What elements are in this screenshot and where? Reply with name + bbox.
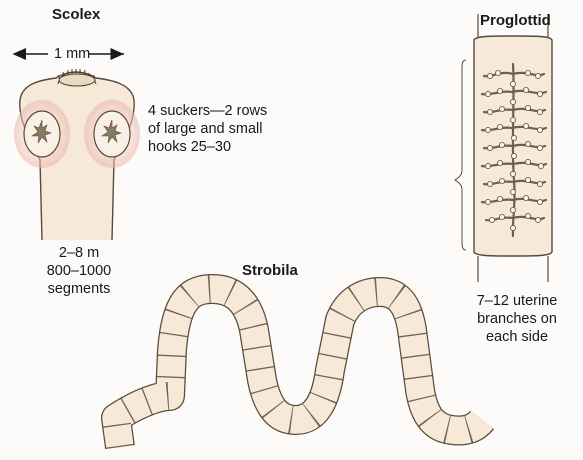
branches-line-1: 7–12 uterine (458, 292, 576, 310)
scolex-illustration (14, 69, 140, 240)
suckers-line-2: of large and small (148, 120, 267, 138)
suckers-annotation: 4 suckers—2 rows of large and small hook… (148, 102, 267, 156)
proglottid-illustration (455, 14, 552, 282)
strobila-illustration (116, 289, 482, 447)
strobila-title: Strobila (242, 262, 298, 280)
branches-line-2: branches on (458, 310, 576, 328)
sucker-left (14, 100, 70, 168)
suckers-line-3: hooks 25–30 (148, 138, 267, 156)
rostellum-hooks (58, 69, 96, 86)
sucker-right (84, 100, 140, 168)
length-line-2: 800–1000 (30, 262, 128, 280)
uterine-branches-annotation: 7–12 uterine branches on each side (458, 292, 576, 346)
length-line-1: 2–8 m (30, 244, 128, 262)
scale-label: 1 mm (54, 45, 90, 63)
length-line-3: segments (30, 280, 128, 298)
branches-line-3: each side (458, 328, 576, 346)
scolex-title: Scolex (52, 6, 100, 24)
suckers-line-1: 4 suckers—2 rows (148, 102, 267, 120)
proglottid-title: Proglottid (480, 12, 551, 30)
strobila-length-annotation: 2–8 m 800–1000 segments (30, 244, 128, 298)
